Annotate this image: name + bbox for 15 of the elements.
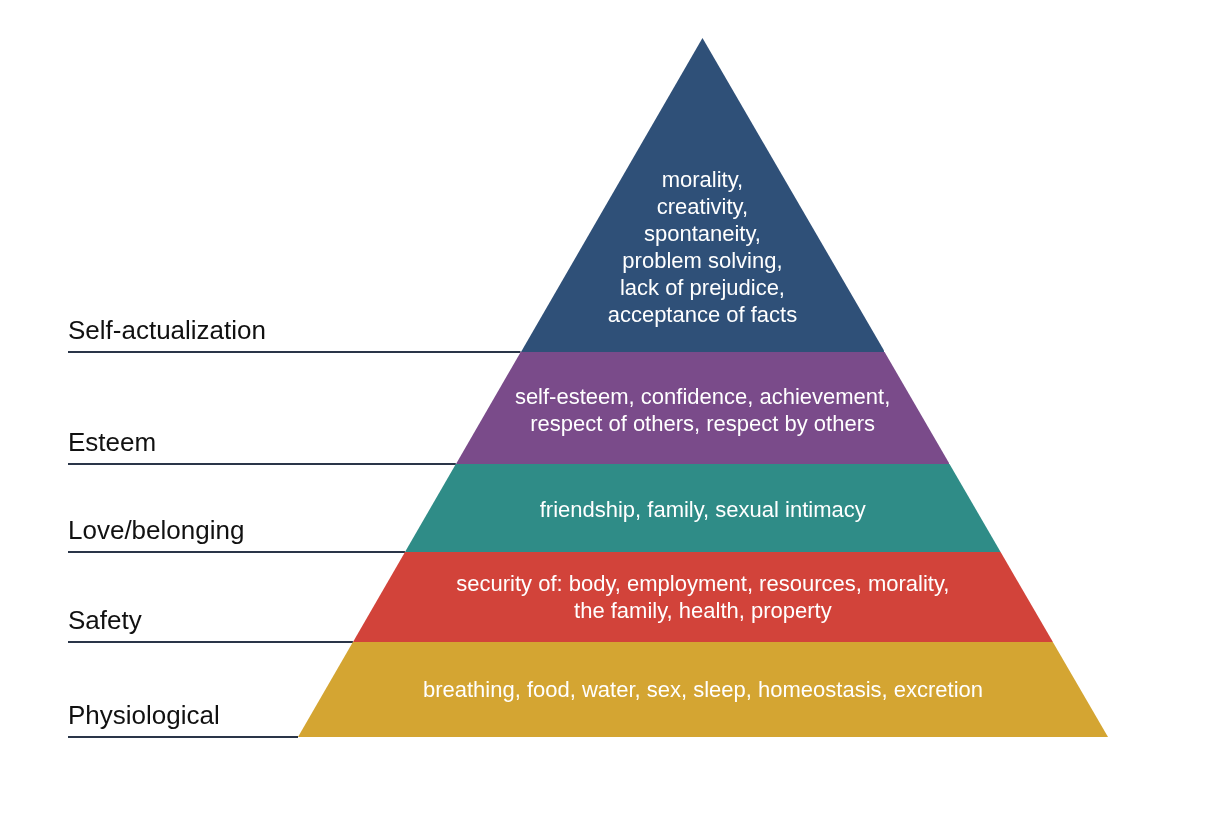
tier-text: breathing, food, water, sex, sleep, homeostasis, excretion (421, 675, 985, 703)
level-label: Love/belonging (68, 515, 245, 552)
leader-line (67, 736, 299, 738)
leader-line (67, 463, 457, 465)
tier-text: security of: body, employment, resources, morality, the family, health, property (455, 570, 951, 624)
level-label: Safety (68, 605, 142, 642)
leader-line (67, 351, 522, 353)
leader-line (67, 551, 406, 553)
leader-line (67, 641, 354, 643)
tier-text: friendship, family, sexual intimacy (538, 495, 867, 523)
level-label: Self-actualization (68, 315, 266, 352)
tier-text: self-esteem, confidence, achievement, respect of others, respect by others (513, 383, 892, 437)
tier-text: morality, creativity, spontaneity, problem solving, lack of prejudice, acceptance of facts (606, 166, 799, 328)
level-label: Esteem (68, 427, 157, 464)
level-label: Physiological (68, 700, 220, 737)
